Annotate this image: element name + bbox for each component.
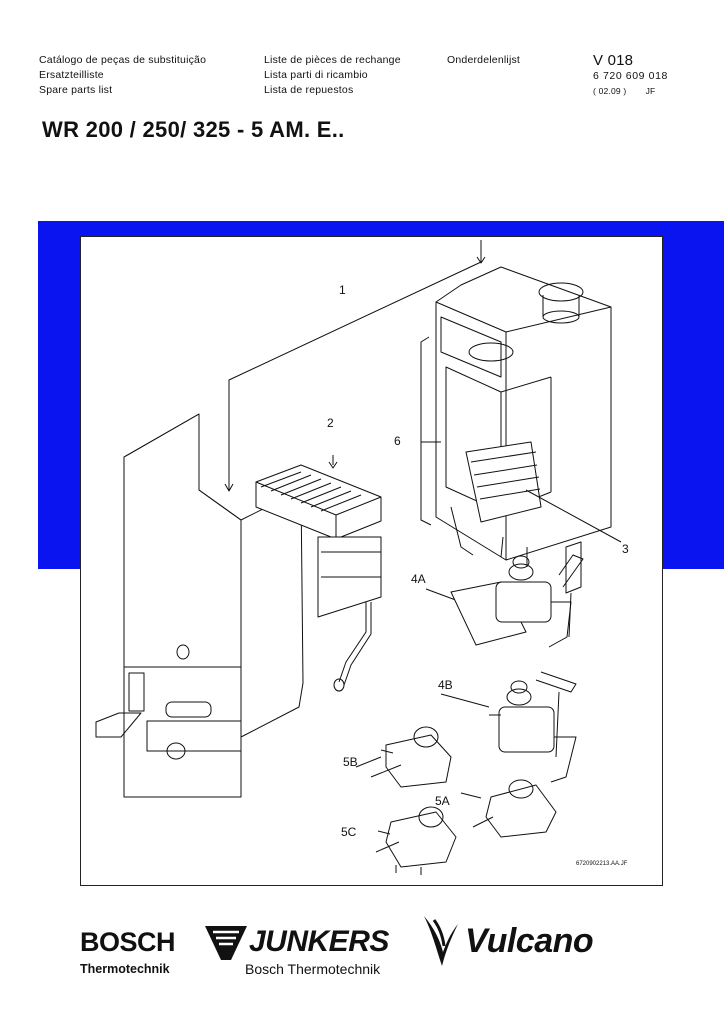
revision-author: JF [645, 86, 656, 96]
callout-4a: 4A [411, 572, 426, 586]
callout-5c: 5C [341, 825, 357, 839]
brand-logo-bar: BOSCH Thermotechnik JUNKERS Bosch Thermo… [0, 900, 724, 1024]
junkers-wing-logo-icon [205, 926, 247, 960]
document-id-block: V 018 6 720 609 018 ( 02.09 ) JF [593, 52, 668, 98]
header-label-es: Lista de repuestos [264, 84, 354, 96]
header-label-en: Spare parts list [39, 84, 113, 96]
document-code: V 018 [593, 52, 634, 69]
vulcano-flame-logo-icon [424, 916, 458, 966]
callout-2: 2 [327, 416, 334, 430]
bosch-logo: BOSCH [80, 927, 176, 957]
header-label-it: Lista parti di ricambio [264, 69, 368, 81]
vulcano-logo: Vulcano [465, 922, 594, 960]
figure-reference: 6720902213.AA.JF [576, 861, 628, 867]
callout-5b: 5B [343, 755, 358, 769]
part-number: 6 720 609 018 [593, 70, 668, 82]
exploded-view-drawing [95, 240, 622, 875]
header-label-nl: Onderdelenlijst [447, 54, 521, 66]
revision-date: ( 02.09 ) [593, 86, 627, 96]
callout-3: 3 [622, 542, 629, 556]
header-label-de: Ersatzteilliste [39, 69, 104, 81]
junkers-sub-label: Bosch Thermotechnik [245, 961, 381, 977]
exploded-view-figure: 1 2 3 4A 4B 5A 5B 5C 6 6720902213.AA.JF [80, 236, 663, 886]
header-label-pt: Catálogo de peças de substituição [39, 54, 207, 66]
callout-1: 1 [339, 283, 346, 297]
junkers-logo: JUNKERS [249, 925, 389, 958]
header-languages-col3: Onderdelenlijst [447, 53, 520, 68]
callout-4b: 4B [438, 678, 453, 692]
header-label-fr: Liste de pièces de rechange [264, 54, 401, 66]
bosch-sub-label: Thermotechnik [80, 962, 170, 976]
callout-5a: 5A [435, 794, 450, 808]
header-languages-col2: Liste de pièces de rechange Lista parti … [264, 53, 401, 98]
page-title: WR 200 / 250/ 325 - 5 AM. E.. [42, 117, 345, 142]
callout-6: 6 [394, 434, 401, 448]
revision-line: ( 02.09 ) JF [593, 84, 668, 98]
header-languages-col1: Catálogo de peças de substituição Ersatz… [39, 53, 206, 98]
